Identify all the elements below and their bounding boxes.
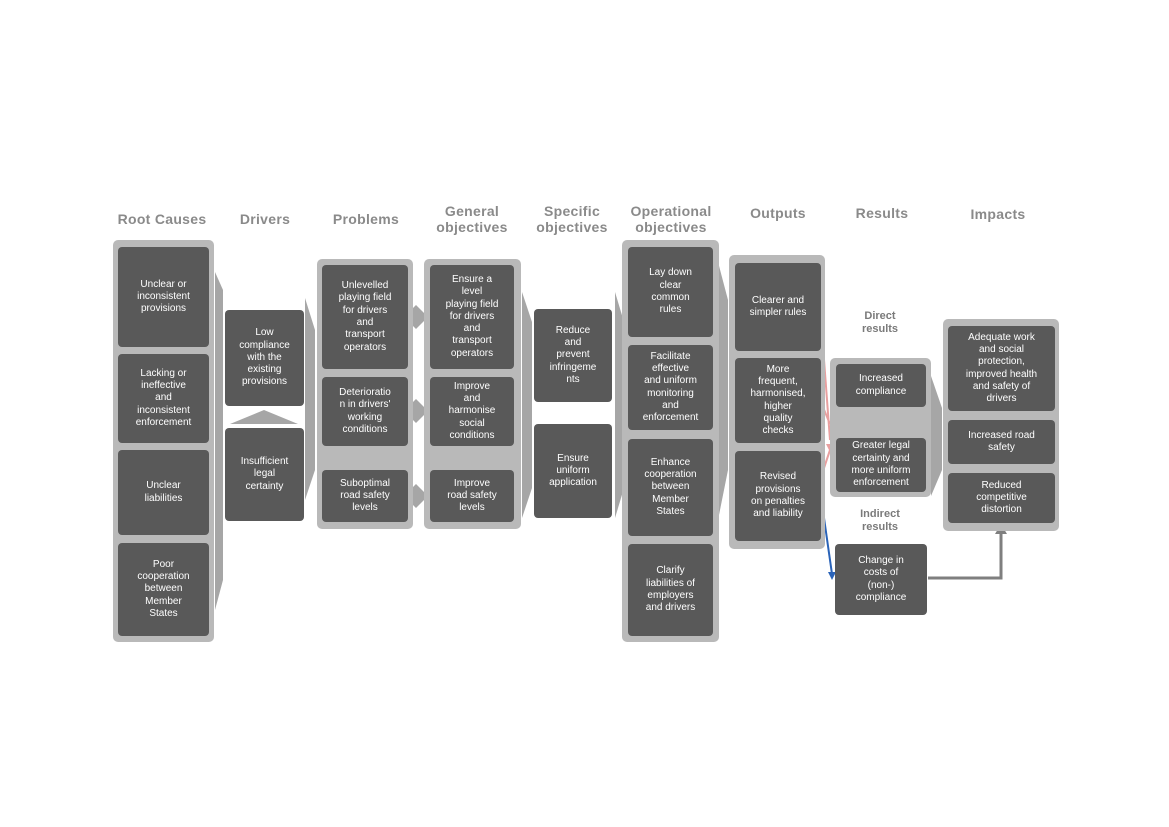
driver-box: Insufficient legal certainty: [225, 428, 304, 521]
driver-box: Low compliance with the existing provisi…: [225, 310, 304, 406]
general-objective-box: Improve road safety levels: [430, 470, 514, 522]
root-cause-box: Unclear liabilities: [118, 450, 209, 535]
direct-result-box: Increased compliance: [836, 364, 926, 407]
impact-box: Adequate work and social protection, imp…: [948, 326, 1055, 411]
general-objective-box: Ensure a level playing field for drivers…: [430, 265, 514, 369]
operational-objective-box: Lay down clear common rules: [628, 247, 713, 337]
impact-box: Reduced competitive distortion: [948, 473, 1055, 523]
indirect-results-label: Indirect results: [860, 508, 900, 533]
output-box: Clearer and simpler rules: [735, 263, 821, 351]
indirect-to-impact-link: [928, 532, 1003, 580]
problem-box: Deterioratio n in drivers' working condi…: [322, 377, 408, 446]
header-results: Results: [855, 205, 909, 221]
header-outputs: Outputs: [750, 205, 806, 221]
direct-results-label: Direct results: [861, 310, 899, 335]
output-box: Revised provisions on penalties and liab…: [735, 451, 821, 541]
operational-objective-box: Clarify liabilities of employers and dri…: [628, 544, 713, 636]
header-root-causes: Root Causes: [117, 211, 207, 227]
indirect-result-box: Change in costs of (non-) compliance: [835, 544, 927, 615]
header-operational-objectives: Operational objectives: [630, 203, 712, 235]
specific-objective-box: Ensure uniform application: [534, 424, 612, 518]
arrow-specific-to-operational: [615, 292, 624, 518]
direct-result-box: Greater legal certainty and more uniform…: [836, 438, 926, 492]
output-box: More frequent, harmonised, higher qualit…: [735, 358, 821, 443]
arrow-operational-to-outputs: [718, 262, 728, 520]
impact-box: Increased road safety: [948, 420, 1055, 464]
arrow-driver-up: [230, 410, 298, 424]
header-general-objectives: General objectives: [436, 203, 508, 235]
root-cause-box: Unclear or inconsistent provisions: [118, 247, 209, 347]
arrow-results-to-impacts: [931, 376, 942, 496]
header-problems: Problems: [332, 211, 400, 227]
operational-objective-box: Facilitate effective and uniform monitor…: [628, 345, 713, 430]
arrow-drivers-to-problems: [305, 298, 315, 500]
specific-objective-box: Reduce and prevent infringeme nts: [534, 309, 612, 402]
operational-objective-box: Enhance cooperation between Member State…: [628, 439, 713, 536]
root-cause-box: Poor cooperation between Member States: [118, 543, 209, 636]
root-cause-box: Lacking or ineffective and inconsistent …: [118, 354, 209, 443]
arrow-root-to-drivers: [215, 272, 223, 610]
header-drivers: Drivers: [239, 211, 291, 227]
general-objective-box: Improve and harmonise social conditions: [430, 377, 514, 446]
problem-box: Suboptimal road safety levels: [322, 470, 408, 522]
header-impacts: Impacts: [970, 206, 1026, 222]
problem-box: Unlevelled playing field for drivers and…: [322, 265, 408, 369]
arrow-general-to-specific: [522, 292, 532, 518]
header-specific-objectives: Specific objectives: [536, 203, 608, 235]
